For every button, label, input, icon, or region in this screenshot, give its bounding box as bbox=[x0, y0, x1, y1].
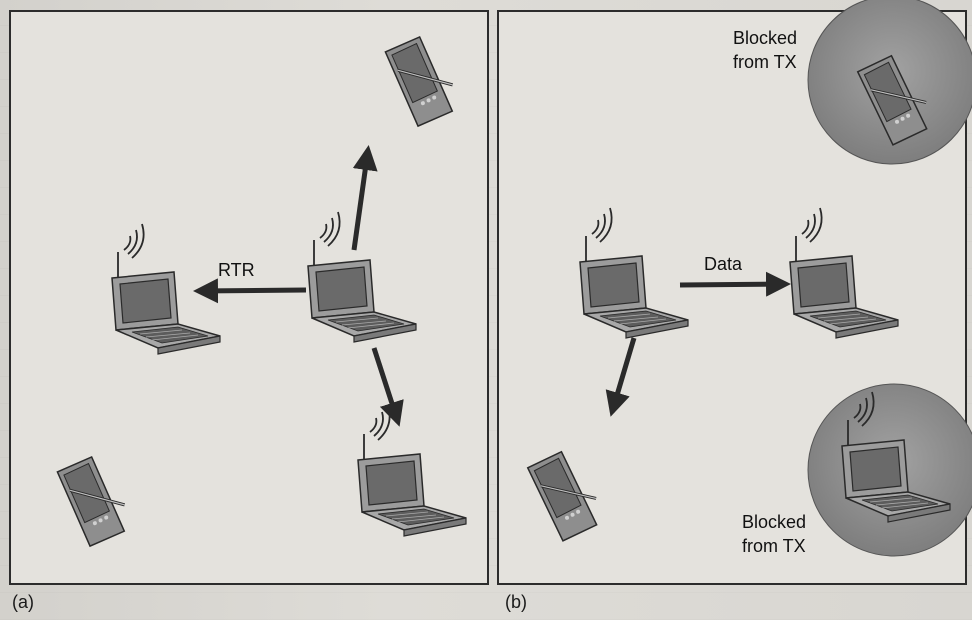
arrow-to-pda-top bbox=[351, 145, 378, 251]
pda-bottom-b bbox=[524, 445, 604, 547]
panel-b-label: (b) bbox=[505, 592, 527, 612]
laptop-bottom-a bbox=[357, 405, 467, 537]
arrow-rtr-left bbox=[193, 278, 307, 304]
blocked-top-line2: from TX bbox=[733, 52, 797, 72]
arrow-to-pda-b bbox=[605, 337, 637, 417]
arrow-data bbox=[679, 271, 791, 297]
blocked-top-line1: Blocked bbox=[733, 28, 797, 48]
panel-a-label: (a) bbox=[12, 592, 34, 612]
data-label: Data bbox=[704, 254, 743, 274]
pda-top-a bbox=[382, 31, 460, 131]
laptop-receiver-b bbox=[789, 207, 899, 339]
laptop-sender-b bbox=[579, 207, 689, 339]
laptop-center-a bbox=[307, 211, 417, 343]
blocked-bottom-line1: Blocked bbox=[742, 512, 806, 532]
pda-bottom-left-a bbox=[54, 451, 132, 551]
blocked-bottom-line2: from TX bbox=[742, 536, 806, 556]
rtr-label: RTR bbox=[218, 260, 255, 280]
arrow-to-laptop-bottom bbox=[371, 347, 404, 427]
panel-a-diagram: RTR bbox=[54, 31, 467, 551]
panel-b-diagram: Data Blocked from TX Blocked from TX bbox=[524, 0, 972, 557]
